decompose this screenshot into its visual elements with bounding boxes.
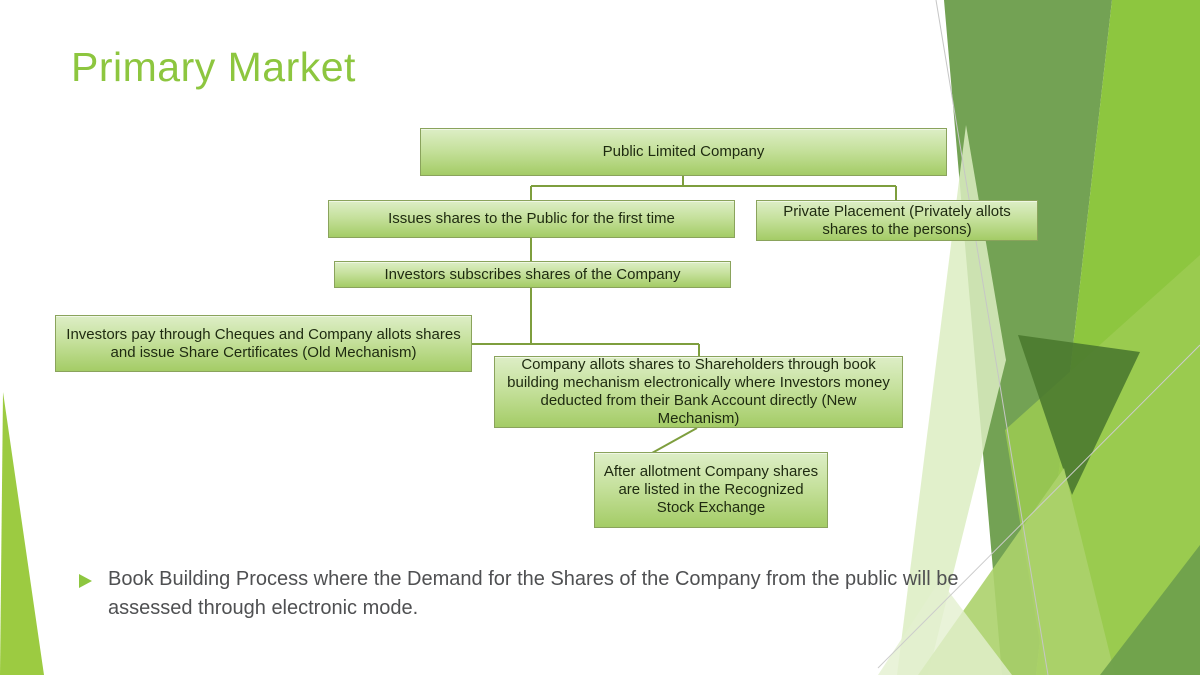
flowchart-node-issues-shares: Issues shares to the Public for the firs… (328, 200, 735, 238)
node-label: Company allots shares to Shareholders th… (507, 356, 890, 427)
node-label: Public Limited Company (602, 143, 765, 160)
node-label: Investors subscribes shares of the Compa… (384, 265, 681, 283)
flowchart-node-listed-exchange: After allotment Company shares are liste… (594, 452, 828, 528)
flowchart-node-investors-subscribe: Investors subscribes shares of the Compa… (334, 261, 731, 288)
node-label: After allotment Company shares are liste… (603, 463, 819, 516)
node-label: Issues shares to the Public for the firs… (388, 210, 675, 227)
node-label: Investors pay through Cheques and Compan… (66, 325, 461, 361)
page-title: Primary Market (71, 44, 356, 90)
flowchart-node-old-mechanism: Investors pay through Cheques and Compan… (55, 315, 472, 372)
flowchart-node-new-mechanism: Company allots shares to Shareholders th… (494, 356, 903, 428)
flowchart-node-private-placement: Private Placement (Privately allots shar… (756, 200, 1038, 241)
flowchart-node-public-limited-company: Public Limited Company (420, 128, 947, 176)
bullet-text: Book Building Process where the Demand f… (108, 568, 959, 619)
bullet-triangle-icon (79, 574, 92, 588)
bullet-point: Book Building Process where the Demand f… (79, 565, 1008, 623)
node-label: Private Placement (Privately allots shar… (783, 202, 1011, 238)
